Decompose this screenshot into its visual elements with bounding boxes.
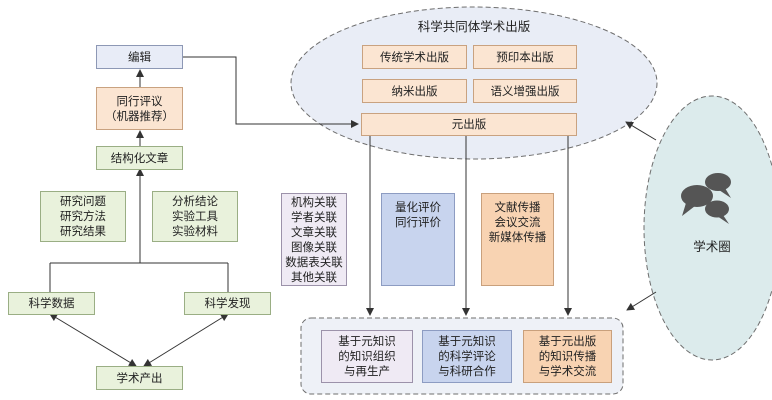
analysis-conclusions-box: 分析结论 实验工具 实验材料 [152,191,238,242]
meta-publishing-box: 元出版 [361,113,577,136]
knowledge-reproduction-box: 基于元知识 的知识组织 与再生产 [321,330,413,383]
communication-box: 文献传播 会议交流 新媒体传播 [481,193,554,286]
academic-circle-label: 学术圈 [693,239,731,254]
scientific-discovery-box: 科学发现 [184,292,271,315]
evaluation-box: 量化评价 同行评价 [381,193,455,286]
academic-circle-ellipse [643,95,772,361]
research-evaluation-box: 基于元知识 的科学评论 与科研合作 [422,330,512,383]
community-title: 科学共同体学术出版 [417,19,531,34]
semantic-publishing-box: 语义增强出版 [473,79,577,103]
structured-article-box: 结构化文章 [96,146,183,170]
chat-bubbles-icon [681,173,731,224]
academic-output-box: 学术产出 [96,366,183,390]
traditional-publishing-box: 传统学术出版 [362,45,467,69]
research-questions-box: 研究问题 研究方法 研究结果 [40,191,126,242]
scientific-data-box: 科学数据 [8,292,95,315]
preprint-publishing-box: 预印本出版 [473,45,577,69]
nano-publishing-box: 纳米出版 [362,79,467,103]
associations-box: 机构关联 学者关联 文章关联 图像关联 数据表关联 其他关联 [281,193,347,286]
knowledge-dissemination-box: 基于元出版 的知识传播 与学术交流 [523,330,612,383]
editing-box: 编辑 [96,45,183,69]
peer-review-box: 同行评议 （机器推荐） [96,87,183,130]
